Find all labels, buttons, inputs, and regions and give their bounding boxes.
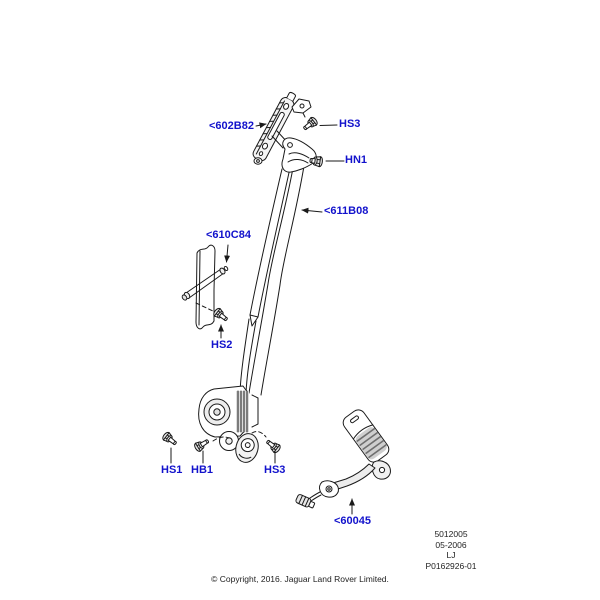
callout-hn1[interactable]: HN1 xyxy=(345,154,368,166)
callout-610C84[interactable]: <610C84 xyxy=(206,229,251,241)
retractor-drawing xyxy=(198,385,267,463)
screw-hs2-drawing xyxy=(211,306,231,324)
screw-hs1-drawing xyxy=(160,430,180,448)
bolt-610C84-drawing xyxy=(181,265,229,313)
height-adjuster-drawing xyxy=(252,92,312,165)
bolt-hs3-bottom-drawing xyxy=(263,437,283,455)
callout-60045[interactable]: <60045 xyxy=(334,515,372,527)
callout-611B08[interactable]: <611B08 xyxy=(324,205,369,217)
copyright-text: © Copyright, 2016. Jaguar Land Rover Lim… xyxy=(211,574,389,584)
bolt-hb1-drawing xyxy=(192,436,212,453)
screw-hs3-top-drawing xyxy=(300,115,320,133)
pillar-panel-drawing xyxy=(195,244,216,330)
callout-hs1[interactable]: HS1 xyxy=(161,464,183,476)
figure-number: 5012005 xyxy=(434,529,468,539)
plate-code: P0162926-01 xyxy=(425,560,477,571)
figure-reference-block: 5012005 05-2006 LJ P0162926-01 xyxy=(405,529,497,571)
figure-date: 05-2006 xyxy=(435,539,467,550)
belt-guide-loop-drawing xyxy=(281,137,317,173)
callout-hb1[interactable]: HB1 xyxy=(191,464,214,476)
callout-hs2[interactable]: HS2 xyxy=(211,339,233,351)
callout-602B82[interactable]: <602B82 xyxy=(209,120,254,132)
buckle-drawing xyxy=(295,409,391,509)
model-code: LJ xyxy=(446,550,456,560)
callout-hs3-bottom[interactable]: HS3 xyxy=(264,464,286,476)
seat-belt-webbing-drawing xyxy=(239,165,305,396)
leader-lines xyxy=(170,122,355,515)
callout-hs3-top[interactable]: HS3 xyxy=(339,118,361,130)
